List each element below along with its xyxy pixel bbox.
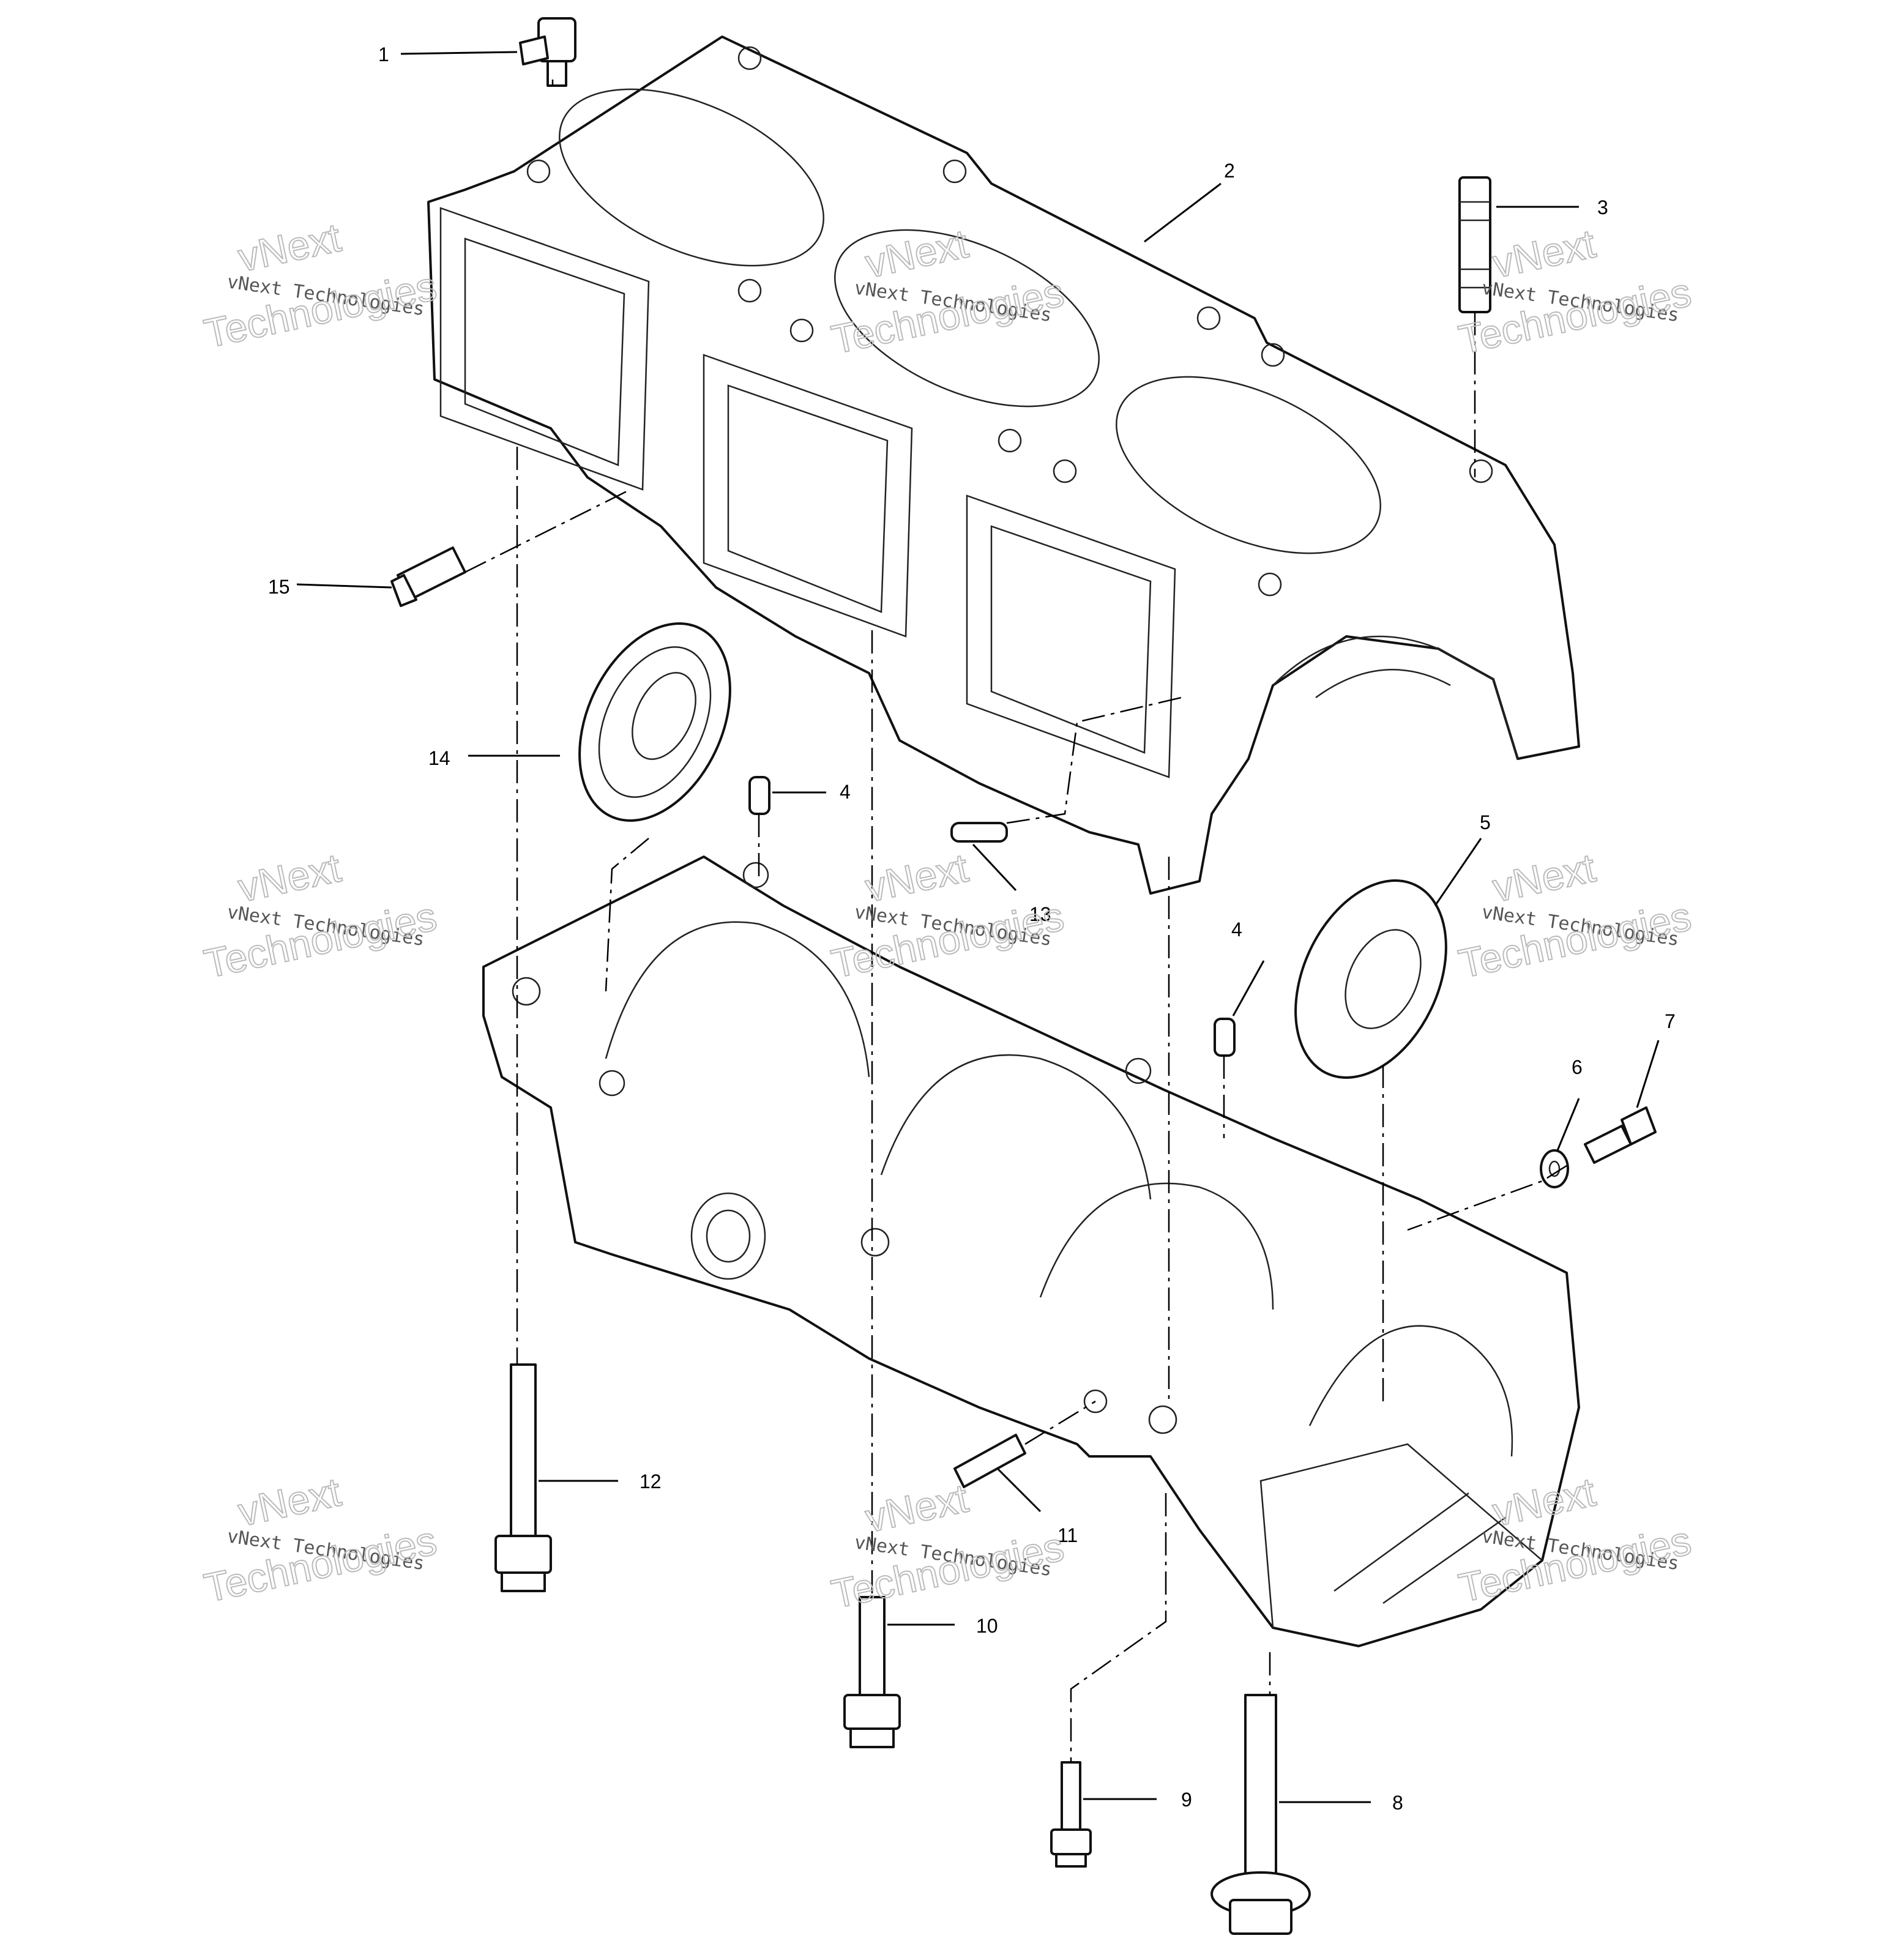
watermark: vNext Technologies vNext Technologies: [200, 214, 441, 357]
callout-4a: 4: [840, 781, 851, 803]
washer-part-6: [1540, 1149, 1569, 1188]
callout-9: 9: [1181, 1789, 1192, 1811]
elbow-fitting-part-1: [519, 17, 576, 87]
watermark: vNext Technologies vNext Technologies: [200, 1468, 441, 1611]
front-seal-part-14: [578, 622, 731, 822]
callout-labels: 1 2 3 4 4 5 6 7 8 9 10 11 12 13 14 15: [268, 43, 1676, 1814]
watermark: vNext Technologies vNext Technologies: [827, 1474, 1068, 1617]
svg-text:vNext: vNext: [862, 1475, 972, 1540]
svg-text:vNext: vNext: [234, 1469, 345, 1534]
watermarks: vNext Technologies vNext Technologies vN…: [200, 214, 1695, 1617]
big-bolt-part-8: [1210, 1694, 1311, 1935]
nozzle-part-15: [390, 546, 466, 607]
callout-15: 15: [268, 576, 290, 598]
callout-11: 11: [1058, 1524, 1078, 1546]
bolt-part-10: [843, 1596, 901, 1748]
watermark: vNext Technologies vNext Technologies: [1454, 1468, 1695, 1611]
pin-part-11: [953, 1434, 1026, 1488]
callout-10: 10: [976, 1615, 998, 1637]
callout-12: 12: [640, 1470, 662, 1492]
svg-text:vNext: vNext: [234, 214, 345, 280]
small-bolt-part-9: [1050, 1761, 1092, 1868]
callout-7: 7: [1665, 1010, 1676, 1032]
watermark: vNext Technologies vNext Technologies: [200, 844, 441, 987]
flange-bolt-part-7: [1584, 1106, 1657, 1164]
watermark: vNext Technologies vNext Technologies: [1454, 844, 1695, 987]
stud-part-3: [1458, 176, 1491, 313]
watermark: vNext Technologies vNext Technologies: [1454, 220, 1695, 363]
callout-14: 14: [428, 747, 450, 769]
callout-8: 8: [1392, 1792, 1403, 1814]
svg-text:vNext: vNext: [1489, 220, 1599, 286]
rear-seal-part-5: [1294, 879, 1447, 1079]
watermark: vNext Technologies vNext Technologies: [827, 844, 1068, 987]
callout-3: 3: [1597, 196, 1608, 218]
svg-text:vNext: vNext: [1489, 844, 1599, 910]
alignment-lines: [464, 80, 1567, 1762]
callout-1: 1: [378, 43, 389, 65]
upper-crankcase: [427, 35, 1580, 895]
callout-5: 5: [1480, 811, 1491, 833]
leader-lines: [296, 51, 1660, 1803]
callout-2: 2: [1224, 160, 1235, 182]
callout-6: 6: [1572, 1056, 1583, 1078]
dowel-pin-part-4-a: [748, 776, 770, 815]
pin-part-13: [950, 822, 1008, 843]
callout-4b: 4: [1231, 919, 1242, 941]
callout-13: 13: [1029, 903, 1051, 925]
svg-text:vNext: vNext: [234, 844, 345, 910]
lower-crankcase: [482, 855, 1580, 1647]
long-bolt-part-12: [494, 1363, 552, 1592]
svg-text:vNext: vNext: [862, 844, 972, 910]
dowel-pin-part-4-b: [1214, 1018, 1236, 1057]
